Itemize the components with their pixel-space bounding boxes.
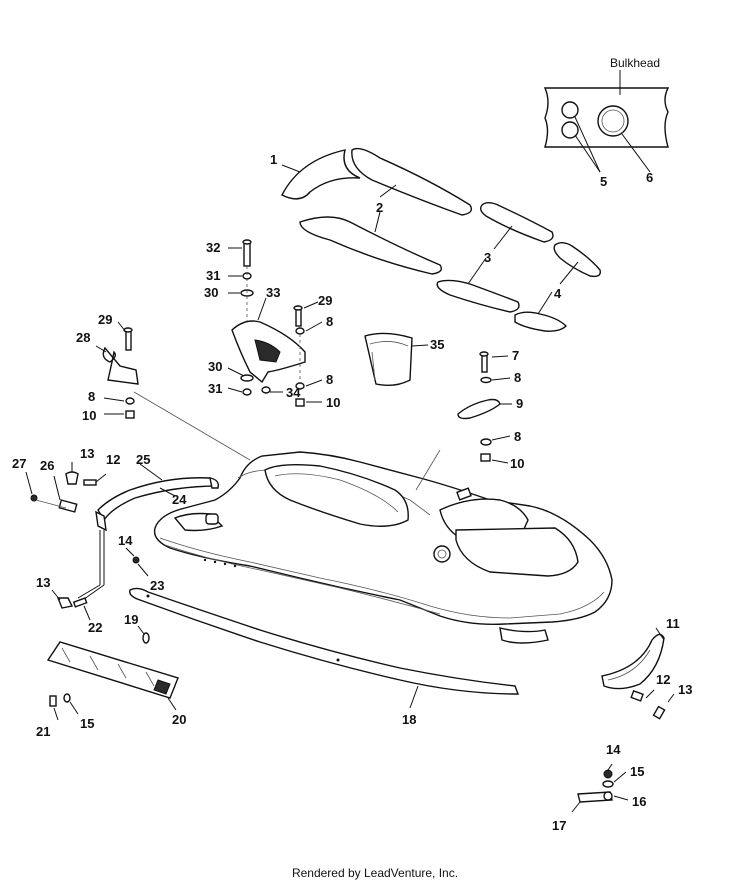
callout-3: 3: [484, 250, 491, 265]
bumper-rail: [95, 463, 220, 532]
callout-6: 6: [646, 170, 653, 185]
callout-19: 19: [124, 612, 138, 627]
callout-17: 17: [552, 818, 566, 833]
hook-assembly: [95, 321, 139, 419]
callout-26: 26: [40, 458, 54, 473]
callout-23: 23: [150, 578, 164, 593]
callout-8-center-top: 8: [326, 314, 333, 329]
callout-18: 18: [402, 712, 416, 727]
callout-8-right-bottom: 8: [514, 429, 521, 444]
foot-mats: [281, 147, 601, 332]
callout-14-left: 14: [118, 533, 133, 548]
cup-holder: [364, 332, 429, 387]
callout-1: 1: [270, 152, 277, 167]
callout-29-left: 29: [98, 312, 112, 327]
callout-30-lower: 30: [208, 359, 222, 374]
callout-8-left: 8: [88, 389, 95, 404]
callout-33: 33: [266, 285, 280, 300]
callout-4: 4: [554, 286, 562, 301]
callout-35: 35: [430, 337, 444, 352]
callout-5: 5: [600, 174, 607, 189]
callout-13-right: 13: [678, 682, 692, 697]
callout-32: 32: [206, 240, 220, 255]
callout-12-right: 12: [656, 672, 670, 687]
callout-8-right-top: 8: [514, 370, 521, 385]
hardware-center: [293, 301, 323, 407]
small-washer-19: [137, 625, 150, 644]
footer-credit: Rendered by LeadVenture, Inc.: [291, 866, 459, 880]
callout-24: 24: [172, 492, 187, 507]
callout-29-center: 29: [318, 293, 332, 308]
callout-20: 20: [172, 712, 186, 727]
rub-strip: [129, 587, 520, 709]
callout-31-upper: 31: [206, 268, 220, 283]
handle-bracket: [227, 239, 306, 396]
hardware-right: [457, 351, 512, 464]
callout-13-lower-left: 13: [36, 575, 50, 590]
callout-15-left: 15: [80, 716, 94, 731]
callout-10-center: 10: [326, 395, 340, 410]
callout-30-upper: 30: [204, 285, 218, 300]
callout-14-right: 14: [606, 742, 621, 757]
bracket-stem: [51, 530, 149, 621]
callout-11: 11: [666, 616, 680, 631]
callout-31-lower: 31: [208, 381, 222, 396]
callout-28: 28: [76, 330, 90, 345]
callout-34: 34: [286, 385, 301, 400]
callout-27: 27: [12, 456, 26, 471]
callout-2: 2: [376, 200, 383, 215]
hardware-bottom-right: [571, 763, 629, 813]
bulkhead-label: Bulkhead: [610, 56, 660, 70]
intake-grate: [46, 641, 179, 711]
callout-15-right: 15: [630, 764, 644, 779]
callout-9: 9: [516, 396, 523, 411]
callout-10-left: 10: [82, 408, 96, 423]
callout-16: 16: [632, 794, 646, 809]
watercraft-hull: [153, 451, 613, 644]
callout-10-right: 10: [510, 456, 524, 471]
hull-dots: [203, 558, 237, 568]
callout-13-upper-left: 13: [80, 446, 94, 461]
bulkhead-inset: [543, 70, 670, 173]
callout-7: 7: [512, 348, 519, 363]
callout-22: 22: [88, 620, 102, 635]
hardware-left-upper: [25, 462, 107, 513]
callout-21: 21: [36, 724, 50, 739]
right-guard: [601, 627, 675, 720]
callout-25: 25: [136, 452, 150, 467]
callout-8-center-bottom: 8: [326, 372, 333, 387]
hardware-21-15: [49, 693, 79, 721]
callout-12-left: 12: [106, 452, 120, 467]
